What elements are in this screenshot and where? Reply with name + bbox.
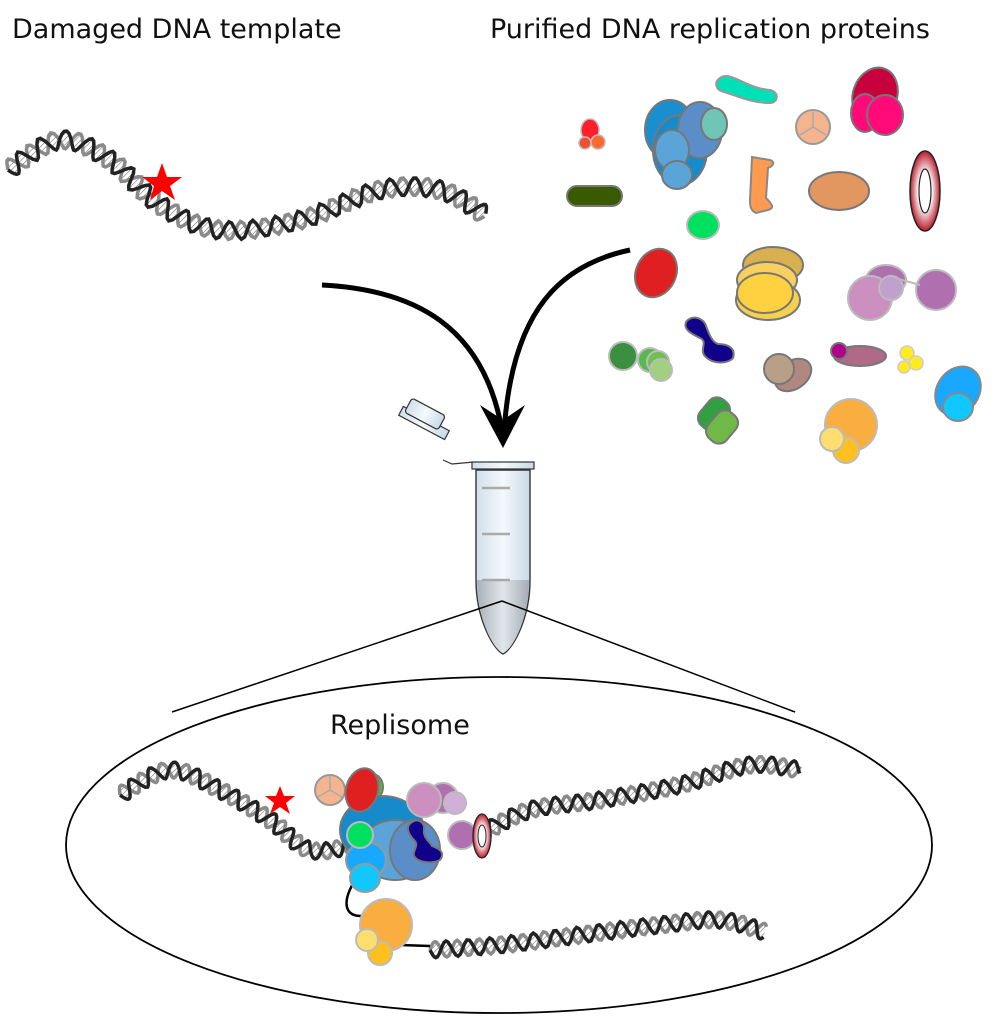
lagging-strand-connector [399, 943, 431, 948]
protein-sky-blue-pair [934, 365, 982, 422]
damaged-dna-helix [5, 129, 489, 242]
protein-yellow-stack [735, 246, 804, 321]
left-arrow [321, 282, 503, 421]
tube-rim [471, 461, 535, 470]
dna-strand-light [428, 910, 769, 960]
dna-strand-light [477, 754, 802, 836]
purified-proteins-label: Purified DNA replication proteins [490, 14, 930, 45]
dna-damage-star-icon [142, 163, 182, 200]
dna-strand-dark [478, 755, 802, 842]
protein-blue-helicase-complex [644, 99, 728, 190]
damaged-dna-template-label: Damaged DNA template [12, 14, 342, 45]
protein-brown-pair [763, 353, 813, 393]
tube-cap [397, 398, 475, 465]
tube-liquid [477, 580, 529, 653]
dna-strand-light [5, 131, 486, 242]
protein-green-triplet [608, 341, 673, 382]
replisome-lagging-strand-dna [428, 910, 769, 960]
dna-strand-dark [428, 910, 765, 960]
protein-peach-trimer [795, 109, 831, 145]
protein-red-oval [634, 247, 678, 299]
dna-base-pairs [6, 131, 487, 240]
protein-red-orange-cluster [578, 118, 606, 150]
protein-yellow-triplet [897, 345, 924, 374]
protein-magenta-oval [830, 342, 887, 367]
replisome-complex [314, 767, 492, 966]
protein-orange-cluster [819, 398, 878, 464]
protein-teal-bar [715, 75, 778, 105]
protein-orange-bracket [748, 155, 775, 215]
microcentrifuge-tube [397, 398, 535, 655]
protein-crimson-pink-complex [850, 66, 904, 136]
replisome-damage-star-icon [265, 786, 295, 814]
protein-green-pills [696, 396, 740, 445]
protein-navy-polymerase [684, 316, 735, 364]
dna-strand-dark [7, 129, 489, 242]
replisome-leading-strand-dna [477, 754, 802, 842]
zoom-line-left [171, 600, 503, 713]
protein-purple-dimer [847, 264, 957, 321]
dna-strand-dark [118, 760, 357, 861]
protein-tan-oval [808, 171, 870, 211]
dna-strand-light [117, 761, 357, 861]
zoom-line-right [501, 600, 796, 713]
right-arrow [502, 247, 631, 421]
replisome-zoom-ellipse [65, 676, 933, 1014]
protein-green-circle [686, 210, 720, 240]
replisome-parental-dna [117, 760, 357, 861]
protein-pool [566, 66, 982, 464]
protein-dark-green-bar [566, 185, 623, 207]
protein-pcna-ring [909, 150, 941, 232]
arrowhead-icon [480, 405, 525, 448]
replisome-label: Replisome [330, 710, 470, 741]
